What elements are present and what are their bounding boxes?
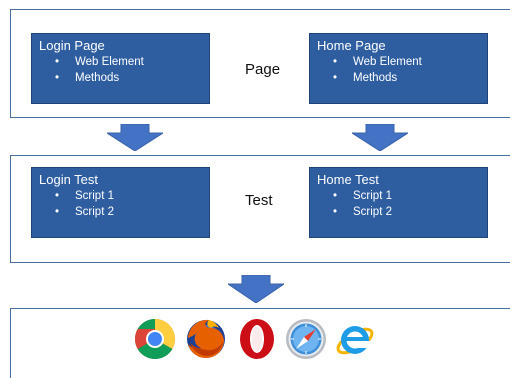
opera-icon bbox=[240, 319, 274, 359]
safari-icon bbox=[286, 319, 326, 359]
down-arrow-icon bbox=[352, 124, 408, 151]
chrome-icon bbox=[135, 319, 175, 359]
list-item: Web Element bbox=[333, 54, 480, 70]
box-item-list: Web Element Methods bbox=[39, 54, 202, 86]
page-layer-label: Page bbox=[245, 61, 281, 78]
login-test-box: Login Test Script 1 Script 2 bbox=[31, 167, 210, 238]
firefox-icon bbox=[187, 319, 225, 358]
box-title: Home Page bbox=[317, 38, 386, 53]
box-title: Home Test bbox=[317, 172, 379, 187]
home-test-box: Home Test Script 1 Script 2 bbox=[309, 167, 488, 238]
list-item: Script 2 bbox=[333, 204, 480, 220]
test-layer-label: Test bbox=[245, 192, 273, 209]
box-item-list: Script 1 Script 2 bbox=[317, 188, 480, 220]
list-item: Script 1 bbox=[333, 188, 480, 204]
internet-explorer-icon bbox=[336, 326, 374, 355]
box-item-list: Script 1 Script 2 bbox=[39, 188, 202, 220]
list-item: Methods bbox=[333, 70, 480, 86]
list-item: Web Element bbox=[55, 54, 202, 70]
list-item: Script 2 bbox=[55, 204, 202, 220]
list-item: Script 1 bbox=[55, 188, 202, 204]
box-item-list: Web Element Methods bbox=[317, 54, 480, 86]
list-item: Methods bbox=[55, 70, 202, 86]
down-arrow-icon bbox=[228, 275, 284, 303]
box-title: Login Test bbox=[39, 172, 99, 187]
login-page-box: Login Page Web Element Methods bbox=[31, 33, 210, 104]
box-title: Login Page bbox=[39, 38, 105, 53]
home-page-box: Home Page Web Element Methods bbox=[309, 33, 488, 104]
down-arrow-icon bbox=[107, 124, 163, 151]
